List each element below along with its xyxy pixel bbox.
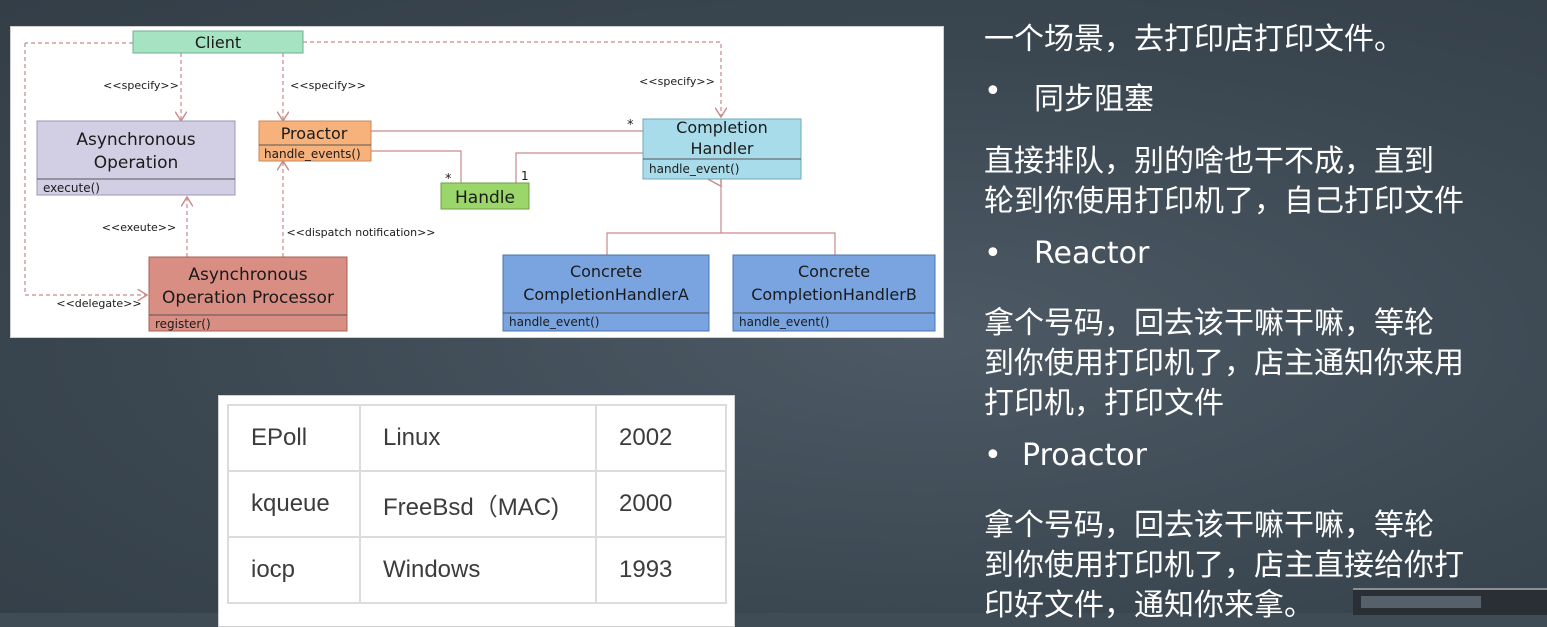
concrete-handler-a-class: Concrete CompletionHandlerA handle_event…: [502, 254, 710, 332]
completion-handler-class: Completion Handler handle_event(): [642, 118, 802, 180]
proactor-uml-diagram: Client <<specify>> <<specify>> <<specify…: [10, 26, 944, 338]
completion-handler-label-2: Handler: [691, 139, 754, 158]
bullet-dot: •: [984, 74, 1002, 109]
uml-connectors: [24, 41, 836, 295]
uml-diagram-svg: Client <<specify>> <<specify>> <<specify…: [24, 30, 936, 332]
table-cell: 1993: [595, 536, 727, 604]
table-cell: FreeBsd（MAC): [359, 470, 597, 538]
connector-generalization-bar: [606, 232, 836, 255]
sync-title: 同步阻塞: [1034, 82, 1154, 117]
async-op-method: execute(): [43, 181, 100, 195]
table-cell: 2000: [595, 470, 727, 538]
exeute-label: <<exeute>>: [102, 221, 176, 234]
multiplicity-star-handle: *: [445, 172, 452, 187]
reactor-title: Reactor: [1034, 236, 1150, 271]
sync-body-line-1: 直接排队，别的啥也干不成，直到: [984, 144, 1434, 179]
sync-body-line-2: 轮到你使用打印机了，自己打印文件: [984, 184, 1464, 219]
processor-method: register(): [155, 317, 211, 331]
multiplicity-one: 1: [521, 169, 529, 183]
bullet-dot: •: [984, 236, 1002, 271]
table-cell: kqueue: [227, 470, 361, 538]
handle-label: Handle: [455, 188, 515, 208]
video-thumbnail-content: [1361, 596, 1481, 608]
concrete-a-label-1: Concrete: [570, 262, 642, 281]
processor-label-1: Asynchronous: [188, 265, 307, 285]
table-cell: Windows: [359, 536, 597, 604]
concrete-a-method: handle_event(): [509, 315, 599, 329]
delegate-label: <<delegate>>: [56, 297, 141, 310]
intro-text: 一个场景，去打印店打印文件。: [984, 22, 1404, 57]
concrete-handler-b-class: Concrete CompletionHandlerB handle_event…: [732, 254, 936, 332]
completion-handler-method: handle_event(): [649, 162, 739, 176]
connector-client-delegate: [24, 43, 147, 295]
proactor-body-line-2: 到你使用打印机了，店主直接给你打: [984, 548, 1464, 583]
bullet-dot: •: [984, 438, 1002, 473]
table-cell: Linux: [359, 404, 597, 472]
proactor-body-line-3: 印好文件，通知你来拿。: [984, 588, 1314, 623]
concrete-a-label-2: CompletionHandlerA: [523, 285, 689, 304]
concrete-b-label-1: Concrete: [798, 262, 870, 281]
async-op-label-1: Asynchronous: [76, 130, 195, 150]
dispatch-label: <<dispatch notification>>: [286, 226, 435, 239]
event-mechanism-table-panel: EPoll Linux 2002 kqueue FreeBsd（MAC) 200…: [218, 395, 735, 627]
event-mechanism-table: EPoll Linux 2002 kqueue FreeBsd（MAC) 200…: [227, 404, 727, 604]
proactor-title: Proactor: [1022, 438, 1147, 473]
async-op-label-2: Operation: [94, 153, 179, 173]
concrete-b-method: handle_event(): [739, 315, 829, 329]
handle-class: Handle: [440, 182, 530, 210]
proactor-label: Proactor: [281, 124, 348, 143]
processor-label-2: Operation Processor: [162, 288, 334, 308]
specify-label-3: <<specify>>: [639, 75, 715, 88]
multiplicity-star-handler: *: [627, 118, 634, 133]
table-row: kqueue FreeBsd（MAC) 2000: [227, 470, 727, 538]
connector-proactor-handle: [371, 150, 462, 183]
table-cell: iocp: [227, 536, 361, 604]
async-operation-processor-class: Asynchronous Operation Processor registe…: [148, 256, 348, 332]
concrete-b-label-2: CompletionHandlerB: [751, 285, 917, 304]
reactor-body-line-3: 打印机，打印文件: [984, 386, 1224, 421]
reactor-body-line-1: 拿个号码，回去该干嘛干嘛，等轮: [984, 306, 1434, 341]
completion-handler-label-1: Completion: [676, 118, 768, 137]
client-class: Client: [132, 30, 304, 54]
proactor-body-line-1: 拿个号码，回去该干嘛干嘛，等轮: [984, 508, 1434, 543]
table-row: EPoll Linux 2002: [227, 404, 727, 472]
proactor-class: Proactor handle_events(): [258, 120, 372, 162]
table-cell: EPoll: [227, 404, 361, 472]
proactor-method: handle_events(): [264, 147, 361, 161]
table-row: iocp Windows 1993: [227, 536, 727, 604]
client-label: Client: [195, 33, 241, 52]
reactor-body-line-2: 到你使用打印机了，店主通知你来用: [984, 346, 1464, 381]
table-cell: 2002: [595, 404, 727, 472]
connector-handle-handler: [515, 152, 643, 183]
async-operation-class: Asynchronous Operation execute(): [36, 120, 236, 196]
video-thumbnail: [1353, 588, 1547, 615]
specify-label-2: <<specify>>: [290, 79, 366, 92]
specify-label-1: <<specify>>: [103, 79, 179, 92]
